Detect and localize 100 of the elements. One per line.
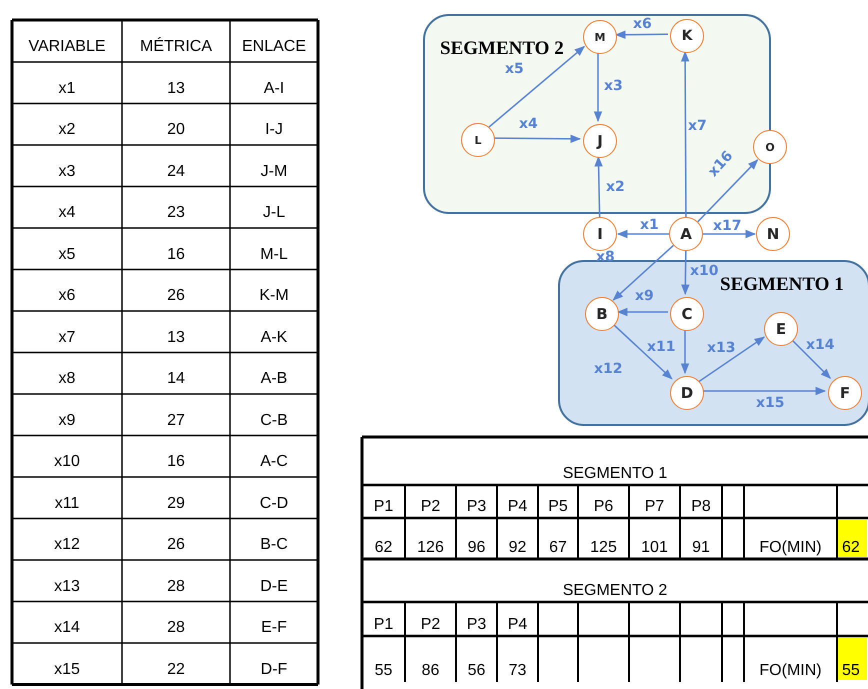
metric-value: 28: [167, 578, 185, 596]
link-name: B-C: [260, 536, 288, 554]
arrow: [612, 323, 673, 380]
variable-name: x7: [58, 328, 76, 346]
graph-node: I: [583, 217, 617, 251]
variable-name: x1: [58, 80, 76, 98]
arrow: [680, 329, 690, 374]
arrow: [616, 308, 668, 316]
path-cost: 125: [590, 539, 617, 557]
segment-heading: SEGMENTO 2: [562, 582, 668, 600]
path-cost: 73: [508, 662, 526, 680]
path-cost: 62: [374, 539, 392, 557]
variable-name: x9: [58, 412, 76, 430]
path-cost: 126: [417, 539, 444, 557]
path-cost: 86: [422, 662, 440, 680]
variable-name: x3: [58, 162, 76, 180]
arrow: [790, 338, 832, 380]
path-cost: 67: [549, 539, 567, 557]
segment-region: [558, 260, 868, 426]
variable-name: x6: [58, 287, 76, 305]
path-label: P7: [644, 498, 664, 516]
segment-title: SEGMENTO 2: [440, 38, 564, 60]
path-cost: 96: [468, 539, 486, 557]
edge-label: x14: [806, 338, 835, 352]
graph-node: E: [764, 312, 798, 346]
metric-value: 16: [167, 453, 185, 471]
variable-name: x10: [54, 453, 80, 471]
path-label: P8: [691, 498, 711, 516]
edge-label: x7: [688, 119, 707, 133]
arrow: [612, 244, 674, 301]
variable-name: x13: [54, 578, 80, 596]
arrow: [594, 52, 602, 122]
objective-label: FO(MIN): [759, 662, 822, 680]
path-cost: 55: [374, 662, 392, 680]
link-name: E-F: [261, 619, 287, 637]
link-name: C-D: [260, 494, 288, 512]
edge-label: x1: [640, 218, 659, 232]
link-name: A-B: [260, 370, 288, 388]
edge-label: x11: [647, 340, 676, 354]
arrow: [681, 251, 690, 296]
edge-label: x9: [635, 289, 654, 303]
arrow: [702, 386, 826, 396]
arrow: [680, 50, 690, 217]
arrow: [493, 134, 582, 143]
objective-value: 62: [838, 520, 867, 557]
edge-label: x3: [604, 79, 623, 93]
variable-name: x8: [58, 370, 76, 388]
edge-label: x4: [519, 117, 538, 131]
metric-value: 22: [167, 660, 185, 678]
graph-node: J: [583, 124, 617, 158]
edge-label: x10: [690, 264, 719, 278]
path-label: P3: [466, 498, 486, 516]
arrow: [614, 30, 668, 39]
link-name: A-I: [264, 80, 284, 98]
variable-name: x4: [58, 204, 76, 222]
metric-value: 13: [167, 328, 185, 346]
path-label: P5: [548, 498, 568, 516]
graph-node: B: [585, 297, 619, 331]
objective-value: 55: [838, 638, 867, 680]
path-label: P2: [420, 498, 440, 516]
edge-label: x17: [713, 219, 742, 233]
metric-value: 26: [167, 287, 185, 305]
column-header: VARIABLE: [28, 38, 106, 56]
link-name: K-M: [259, 287, 289, 305]
path-label: P4: [508, 498, 528, 516]
arrow: [594, 156, 603, 218]
edge-label: x5: [505, 62, 524, 76]
graph-node: O: [753, 130, 787, 164]
column-header: MÉTRICA: [140, 38, 212, 56]
path-label: P4: [508, 616, 528, 634]
edge-label: x2: [606, 180, 625, 194]
graph-node: K: [670, 19, 704, 53]
metric-value: 20: [167, 121, 185, 139]
link-name: D-E: [260, 578, 288, 596]
segment-heading: SEGMENTO 1: [562, 465, 668, 483]
edge-label: x6: [633, 17, 652, 31]
graph-node: F: [828, 376, 862, 410]
path-cost: 101: [641, 539, 668, 557]
metric-value: 13: [167, 80, 185, 98]
metric-value: 27: [167, 412, 185, 430]
metric-value: 24: [167, 162, 185, 180]
graph-node: L: [461, 123, 495, 157]
metric-value: 28: [167, 619, 185, 637]
link-name: D-F: [260, 660, 288, 678]
arrow: [616, 230, 669, 238]
edge-label: x12: [594, 362, 623, 376]
link-name: A-K: [260, 328, 288, 346]
arrow: [697, 159, 758, 222]
link-name: I-J: [265, 121, 283, 139]
path-cost: 92: [508, 539, 526, 557]
segment-title: SEGMENTO 1: [720, 274, 844, 296]
arrow: [698, 336, 765, 382]
path-cost: 56: [468, 662, 486, 680]
variable-name: x2: [58, 121, 76, 139]
variable-name: x14: [54, 619, 80, 637]
graph-node: M: [583, 20, 617, 54]
column-header: ENLACE: [242, 38, 306, 56]
path-label: P3: [466, 616, 486, 634]
link-name: C-B: [260, 412, 288, 430]
variable-name: x5: [58, 246, 76, 264]
